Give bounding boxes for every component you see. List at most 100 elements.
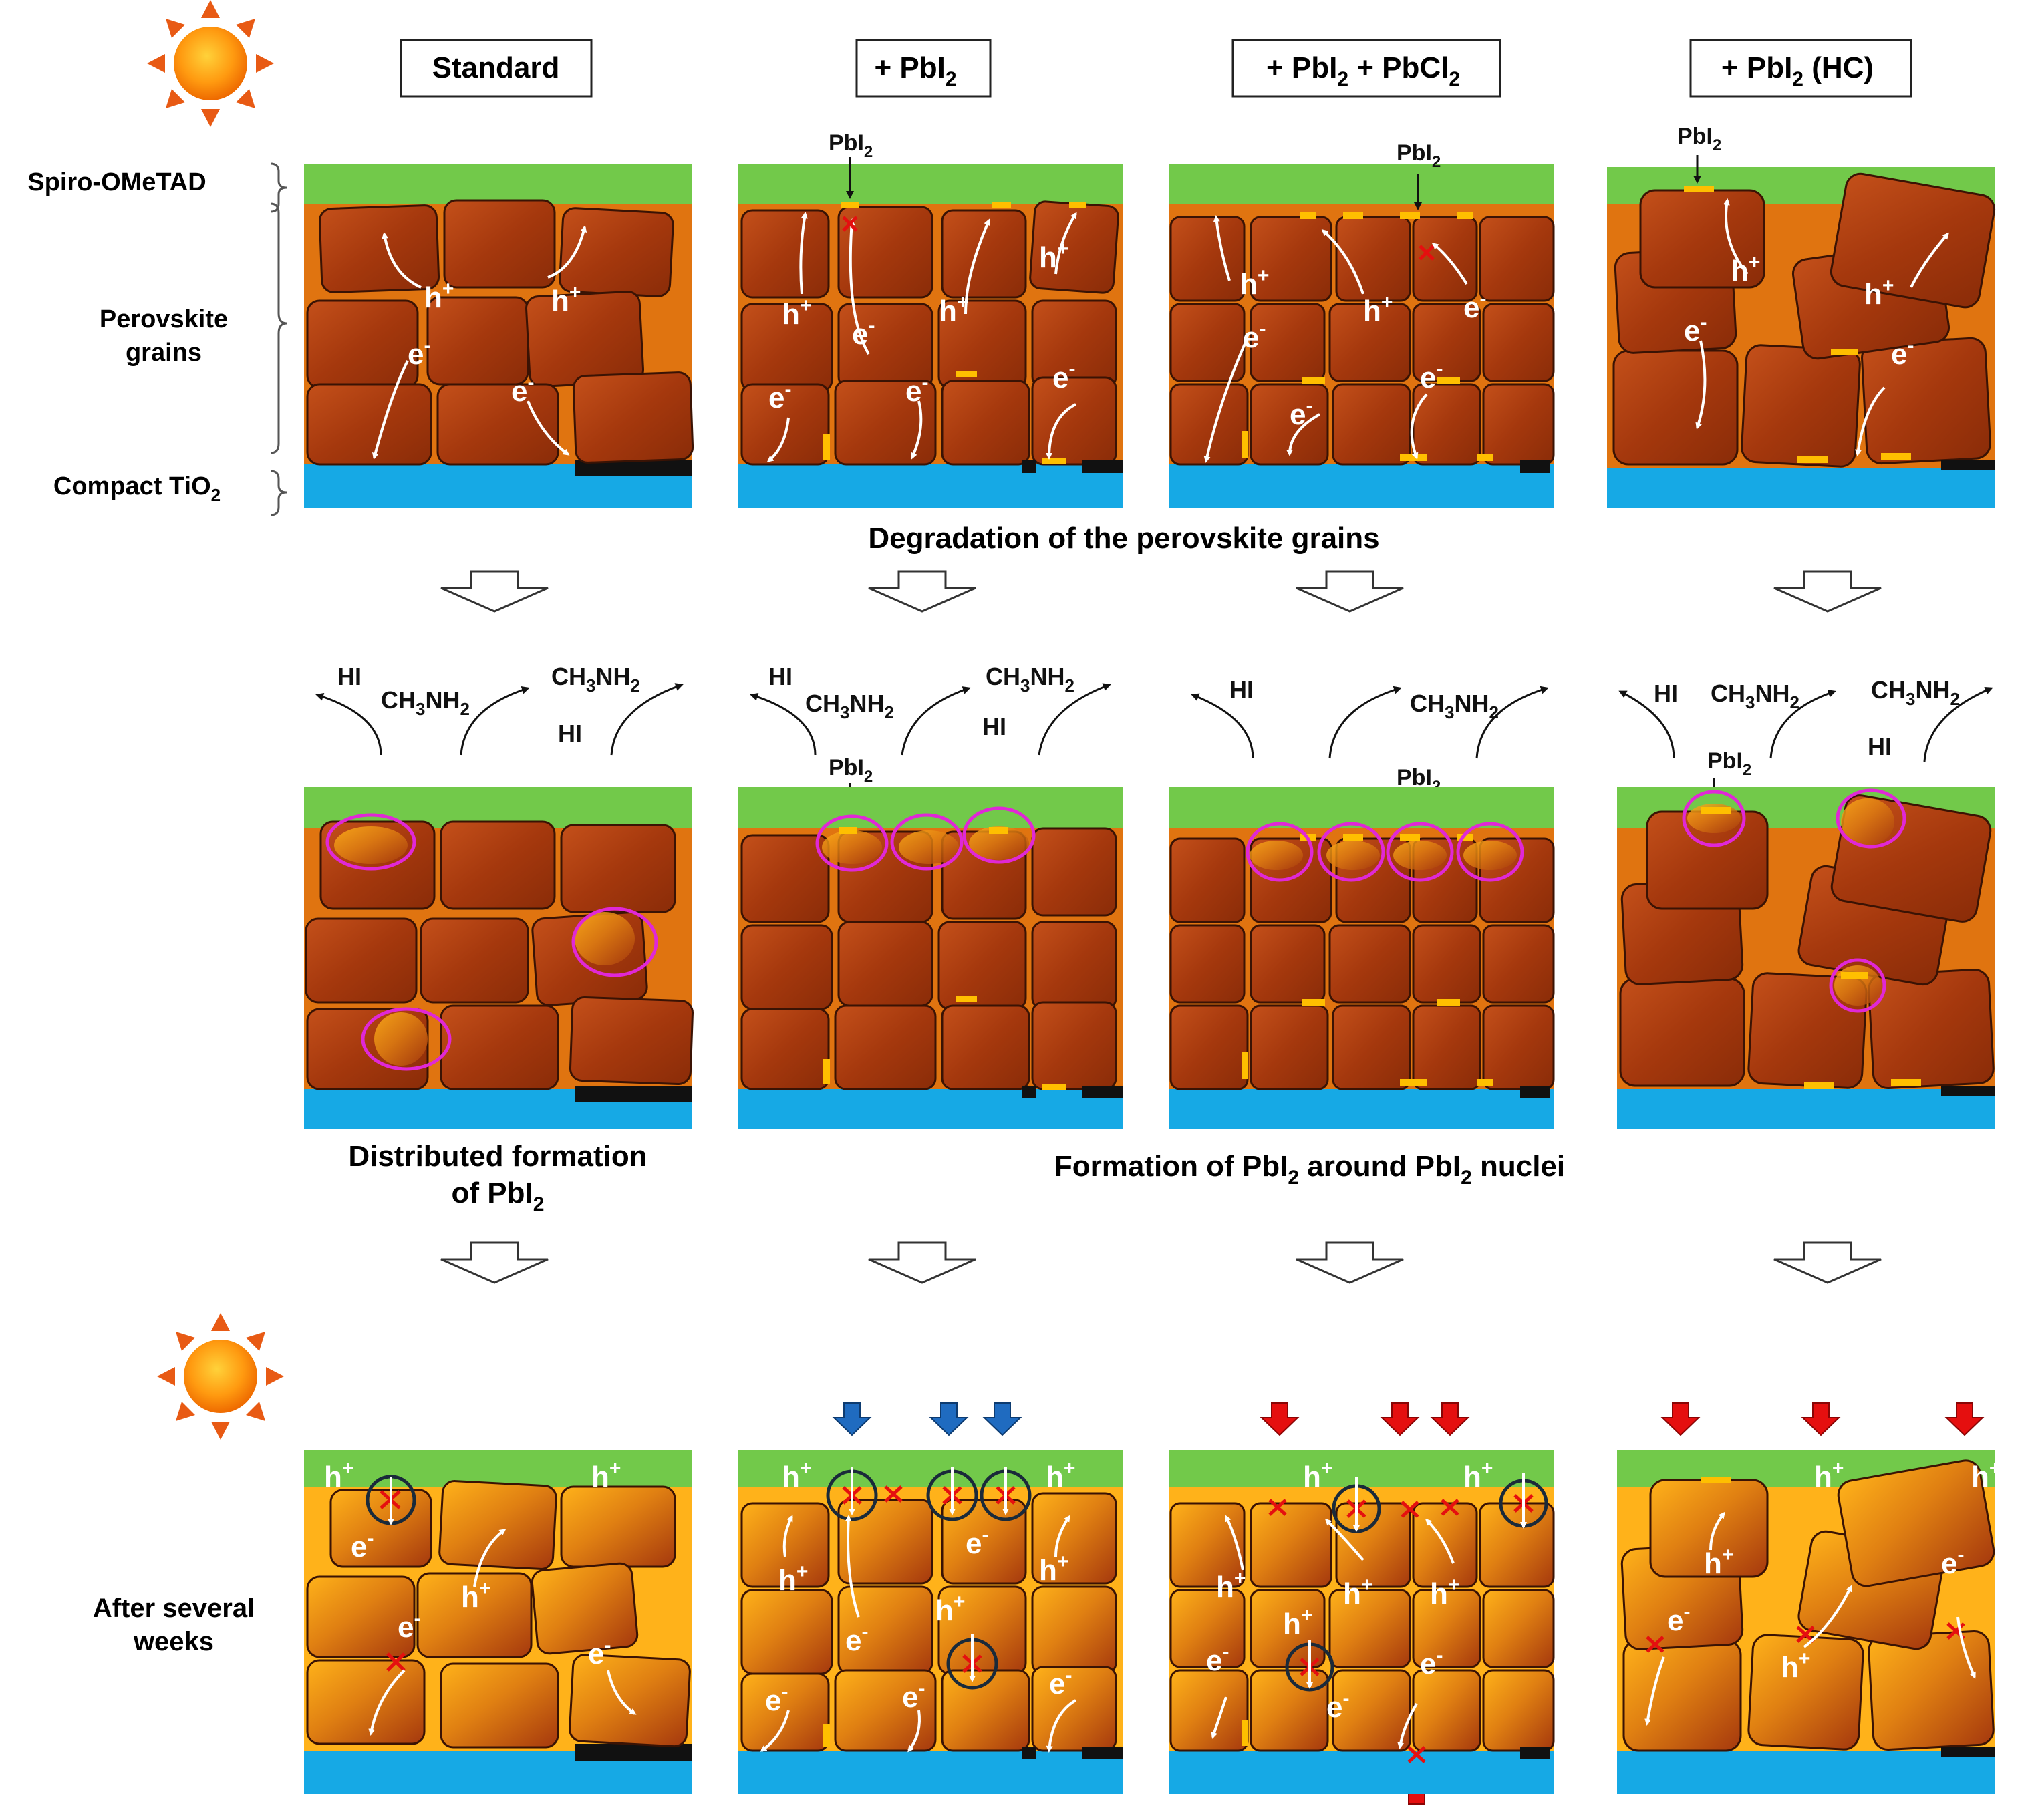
- svg-text:PbI2: PbI2: [829, 130, 873, 161]
- label-spiro: Spiro-OMeTAD: [27, 168, 206, 196]
- flow-arrows-row1: [440, 570, 1882, 613]
- svg-text:CH3NH2: CH3NH2: [805, 690, 894, 722]
- svg-text:h+: h+: [1283, 1604, 1312, 1640]
- svg-text:h+: h+: [424, 278, 454, 314]
- label-tio2: Compact TiO2: [53, 472, 221, 505]
- svg-text:CH3NH2: CH3NH2: [1871, 676, 1960, 709]
- svg-text:h+: h+: [1039, 1551, 1068, 1587]
- svg-text:e-: e-: [351, 1527, 374, 1563]
- svg-text:h+: h+: [1971, 1457, 2001, 1493]
- svg-text:CH3NH2: CH3NH2: [1711, 679, 1799, 712]
- svg-text:h+: h+: [551, 281, 581, 317]
- svg-text:h+: h+: [324, 1457, 353, 1493]
- svg-text:e-: e-: [1290, 395, 1312, 431]
- svg-text:CH3NH2: CH3NH2: [551, 663, 640, 696]
- svg-text:+ PbI2 + PbCl2: + PbI2 + PbCl2: [1266, 51, 1460, 90]
- svg-text:h+: h+: [1814, 1457, 1844, 1493]
- svg-text:CH3NH2: CH3NH2: [1410, 690, 1499, 722]
- svg-text:h+: h+: [1430, 1574, 1459, 1610]
- sun-icon-top: [147, 0, 274, 127]
- svg-text:e-: e-: [588, 1634, 611, 1670]
- red-down-arrows: [1260, 1402, 1985, 1436]
- svg-text:+ PbI2 (HC): + PbI2 (HC): [1721, 51, 1874, 90]
- svg-text:HI: HI: [982, 713, 1006, 740]
- svg-text:e-: e-: [1667, 1601, 1690, 1637]
- svg-text:h+: h+: [1240, 265, 1269, 301]
- svg-text:PbI2: PbI2: [829, 755, 873, 786]
- svg-text:CH3NH2: CH3NH2: [986, 663, 1074, 696]
- caption-nuclei: Formation of PbI2 around PbI2 nuclei: [1054, 1150, 1565, 1189]
- svg-text:e-: e-: [1326, 1688, 1349, 1724]
- svg-text:Standard: Standard: [432, 51, 560, 84]
- svg-text:CH3NH2: CH3NH2: [381, 686, 470, 719]
- svg-text:+ PbI2: + PbI2: [874, 51, 956, 90]
- svg-text:e-: e-: [902, 1678, 925, 1714]
- svg-text:e-: e-: [1052, 358, 1075, 394]
- svg-text:e-: e-: [1420, 1644, 1443, 1680]
- pbi2-pointers-row1: PbI2 PbI2 PbI2: [829, 124, 1721, 210]
- svg-text:e-: e-: [408, 335, 430, 371]
- gas-release-arrows: [315, 683, 1993, 762]
- caption-distributed-1: Distributed formation: [348, 1140, 647, 1173]
- panel-row1-pbi2-pbcl2: [1169, 164, 1555, 508]
- sun-icon-bottom: [157, 1313, 284, 1440]
- svg-text:PbI2: PbI2: [1397, 140, 1441, 171]
- svg-text:h+: h+: [1303, 1457, 1332, 1493]
- carrier-labels-row3: h+ h+ e- h+ e- e- h+ h+ h+ e- h+ h+ e- e…: [324, 1457, 2001, 1724]
- panel-row2-pbi2: [738, 787, 1123, 1129]
- svg-text:h+: h+: [1046, 1457, 1075, 1493]
- caption-degradation: Degradation of the perovskite grains: [868, 522, 1379, 555]
- svg-text:HI: HI: [558, 720, 582, 747]
- svg-text:e-: e-: [765, 1681, 788, 1717]
- panel-row3-standard: [304, 1450, 692, 1794]
- column-title-pbi2: + PbI2: [855, 39, 992, 98]
- panel-row1-standard: [304, 164, 694, 508]
- svg-text:e-: e-: [1684, 311, 1707, 347]
- column-title-pbi2-pbcl2: + PbI2 + PbCl2: [1231, 39, 1501, 98]
- svg-text:h+: h+: [1781, 1648, 1810, 1684]
- svg-text:HI: HI: [1654, 679, 1678, 707]
- svg-text:h+: h+: [1039, 238, 1068, 274]
- svg-text:e-: e-: [1941, 1544, 1964, 1580]
- gas-products: HI CH3NH2 CH3NH2 HI HI CH3NH2 CH3NH2 HI …: [337, 663, 1960, 760]
- svg-text:h+: h+: [1363, 291, 1393, 327]
- label-grains: grains: [126, 339, 202, 367]
- svg-text:h+: h+: [935, 1591, 965, 1627]
- svg-text:e-: e-: [1206, 1641, 1229, 1677]
- svg-text:HI: HI: [337, 663, 361, 690]
- svg-text:h+: h+: [782, 295, 811, 331]
- layer-braces: [270, 162, 287, 516]
- svg-text:HI: HI: [768, 663, 792, 690]
- svg-text:e-: e-: [1891, 335, 1914, 371]
- svg-text:h+: h+: [1343, 1574, 1372, 1610]
- svg-text:h+: h+: [1463, 1457, 1493, 1493]
- svg-text:e-: e-: [966, 1524, 988, 1560]
- svg-text:e-: e-: [852, 315, 875, 351]
- svg-text:PbI2: PbI2: [1707, 748, 1751, 779]
- blue-down-arrows: [832, 1402, 1022, 1436]
- svg-text:e-: e-: [905, 371, 928, 408]
- svg-text:h+: h+: [939, 291, 968, 327]
- label-after-2: weeks: [133, 1627, 214, 1656]
- panel-row1-pbi2: [738, 164, 1123, 508]
- carrier-labels-row1: h+ h+ e- e- h+ e- h+ h+ e- e- e- h+ h+ e…: [408, 238, 1914, 431]
- svg-text:e-: e-: [511, 371, 534, 408]
- svg-text:e-: e-: [1049, 1664, 1072, 1700]
- svg-text:h+: h+: [1216, 1567, 1246, 1604]
- svg-text:e-: e-: [768, 378, 791, 414]
- svg-text:PbI2: PbI2: [1677, 124, 1721, 154]
- svg-text:e-: e-: [1243, 318, 1266, 354]
- column-title-pbi2-hc: + PbI2 (HC): [1689, 39, 1912, 98]
- svg-text:h+: h+: [591, 1457, 621, 1493]
- panel-row3-pbi2: [738, 1450, 1123, 1794]
- panel-row2-standard: [304, 787, 694, 1129]
- panel-row3-pbi2-hc: [1617, 1450, 1995, 1794]
- svg-text:HI: HI: [1229, 676, 1254, 704]
- panel-row2-pbi2-hc: [1617, 787, 1995, 1129]
- svg-text:h+: h+: [782, 1457, 811, 1493]
- panel-row1-pbi2-hc: [1607, 167, 1996, 508]
- svg-text:HI: HI: [1868, 733, 1892, 760]
- label-after-1: After several: [93, 1594, 255, 1623]
- svg-text:h+: h+: [1731, 251, 1760, 287]
